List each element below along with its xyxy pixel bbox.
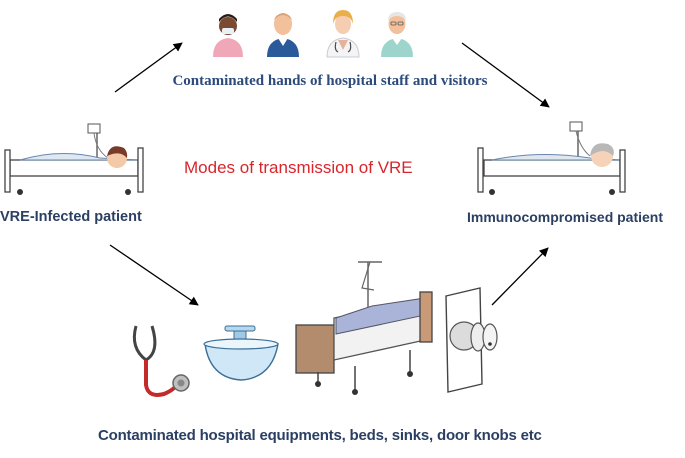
arrow-equipment-to-immuno <box>491 247 549 306</box>
doctor-icon <box>267 13 299 57</box>
nurse-icon <box>213 14 243 57</box>
arrow-patient-to-staff <box>114 42 183 93</box>
patient-bed-icon <box>477 121 626 195</box>
equipment-label: Contaminated hospital equipments, beds, … <box>98 427 542 444</box>
elderly-visitor-icon <box>381 12 413 57</box>
hospital-bed-icon <box>295 261 433 395</box>
patient-bed-icon <box>4 123 144 195</box>
sink-icon <box>203 325 279 381</box>
female-doctor-icon <box>326 10 360 58</box>
arrow-patient-to-equipment <box>109 244 199 306</box>
door-knob-icon <box>445 287 498 393</box>
immunocompromised-patient-label: Immunocompromised patient <box>467 209 664 225</box>
staff-hands-label: Contaminated hands of hospital staff and… <box>172 73 488 89</box>
stethoscope-icon <box>132 325 190 397</box>
infected-patient-label: VRE-Infected patient <box>0 209 142 225</box>
arrow-staff-to-immuno <box>461 42 550 108</box>
diagram-title: Modes of transmission of VRE <box>184 158 413 177</box>
